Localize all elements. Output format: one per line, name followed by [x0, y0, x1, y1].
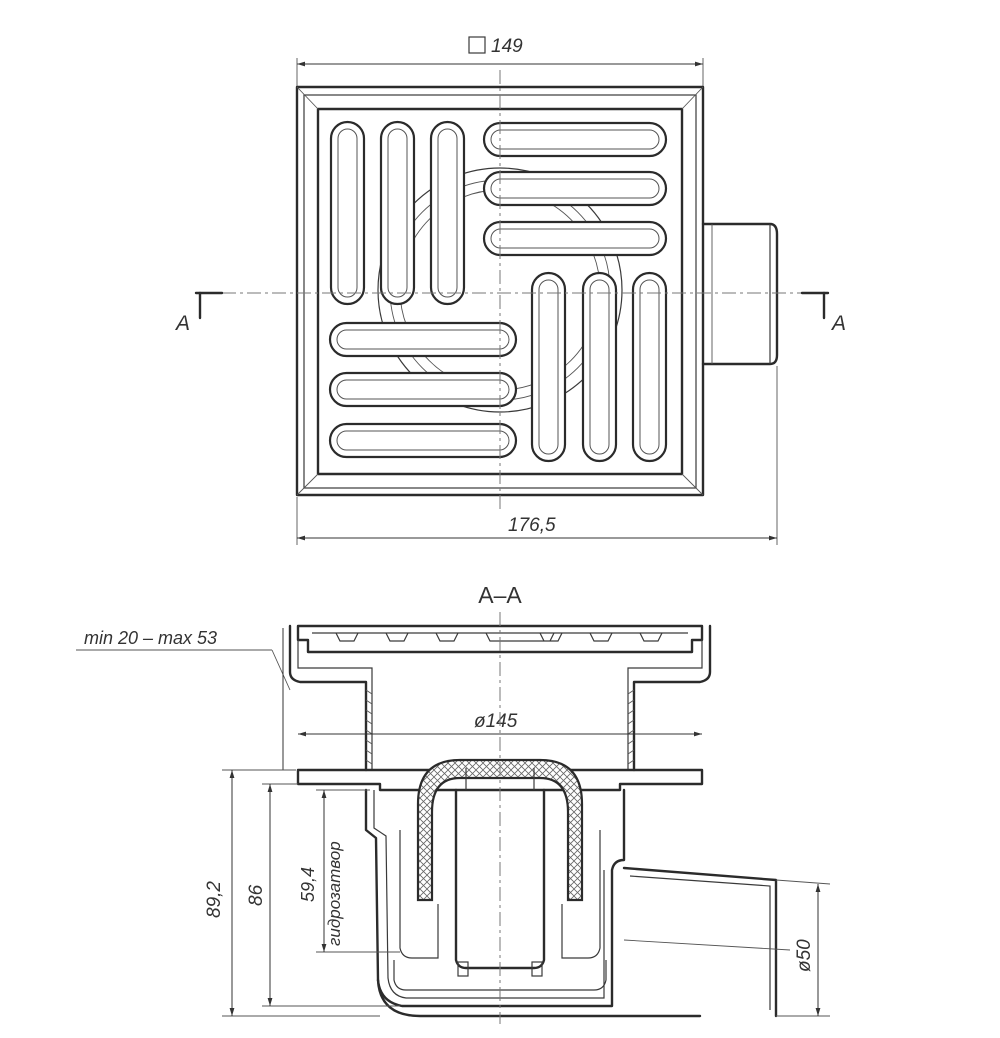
square-symbol-icon	[468, 36, 486, 54]
height-dimensions: 89,2 86 59,4 гидрозатвор	[204, 769, 400, 1017]
grid-size-dimension: 149	[296, 36, 704, 92]
section-mark-left: A	[174, 312, 190, 335]
section-view: A–A min 20 – max 53 ø145	[76, 582, 831, 1024]
section-mark-right: A	[830, 312, 846, 335]
range-annotation: min 20 – max 53	[76, 628, 291, 770]
grate-slots	[328, 120, 668, 463]
height-outer-label: 89,2	[204, 881, 225, 918]
grid-size-label: 149	[491, 36, 523, 57]
section-flange	[296, 768, 704, 792]
section-body	[364, 788, 831, 1018]
overall-width-label: 176,5	[508, 515, 556, 536]
top-view: 149	[174, 36, 846, 545]
range-label: min 20 – max 53	[84, 628, 217, 648]
water-seal-height-label: 59,4	[298, 867, 318, 902]
outlet-diameter-label: ø50	[794, 939, 815, 972]
height-inner-label: 86	[246, 884, 267, 906]
diameter-top-label: ø145	[474, 711, 518, 732]
diameter-top-dimension: ø145	[298, 711, 702, 737]
overall-width-dimension: 176,5	[296, 366, 778, 545]
outlet-diameter-dimension: ø50	[794, 884, 821, 1016]
section-title: A–A	[478, 582, 522, 608]
section-marker-left: A	[174, 291, 224, 335]
section-marker-right: A	[800, 291, 846, 335]
outlet-pipe-top	[701, 222, 779, 366]
water-seal-label: гидрозатвор	[325, 841, 344, 946]
section-frame	[288, 624, 712, 772]
